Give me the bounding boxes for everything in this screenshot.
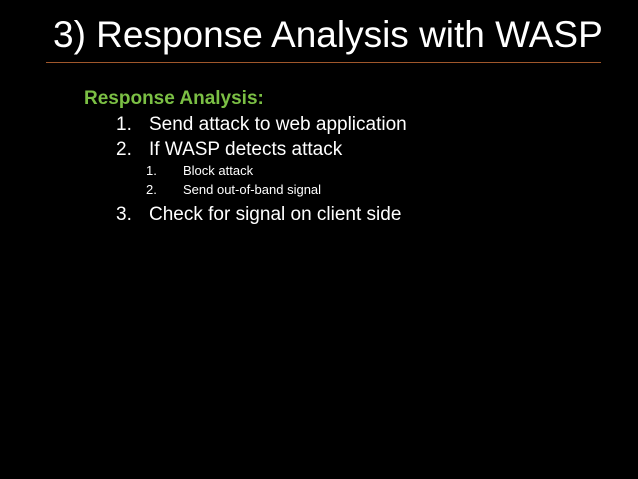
slide-title: 3) Response Analysis with WASP	[53, 14, 603, 55]
sub-list-item-text: Send out-of-band signal	[183, 182, 322, 197]
sub-list-item-number: 1.	[146, 163, 157, 178]
list-item-number: 1.	[116, 114, 132, 135]
sub-list-item-text: Block attack	[183, 163, 254, 178]
section-heading: Response Analysis:	[84, 88, 264, 109]
list-item-text: Send attack to web application	[149, 114, 407, 135]
sub-list-item-number: 2.	[146, 182, 157, 197]
list-item-number: 2.	[116, 139, 132, 160]
list-item-text: Check for signal on client side	[149, 204, 402, 225]
list-item-number: 3.	[116, 204, 132, 225]
title-divider	[46, 62, 601, 63]
list-item-text: If WASP detects attack	[149, 139, 343, 160]
